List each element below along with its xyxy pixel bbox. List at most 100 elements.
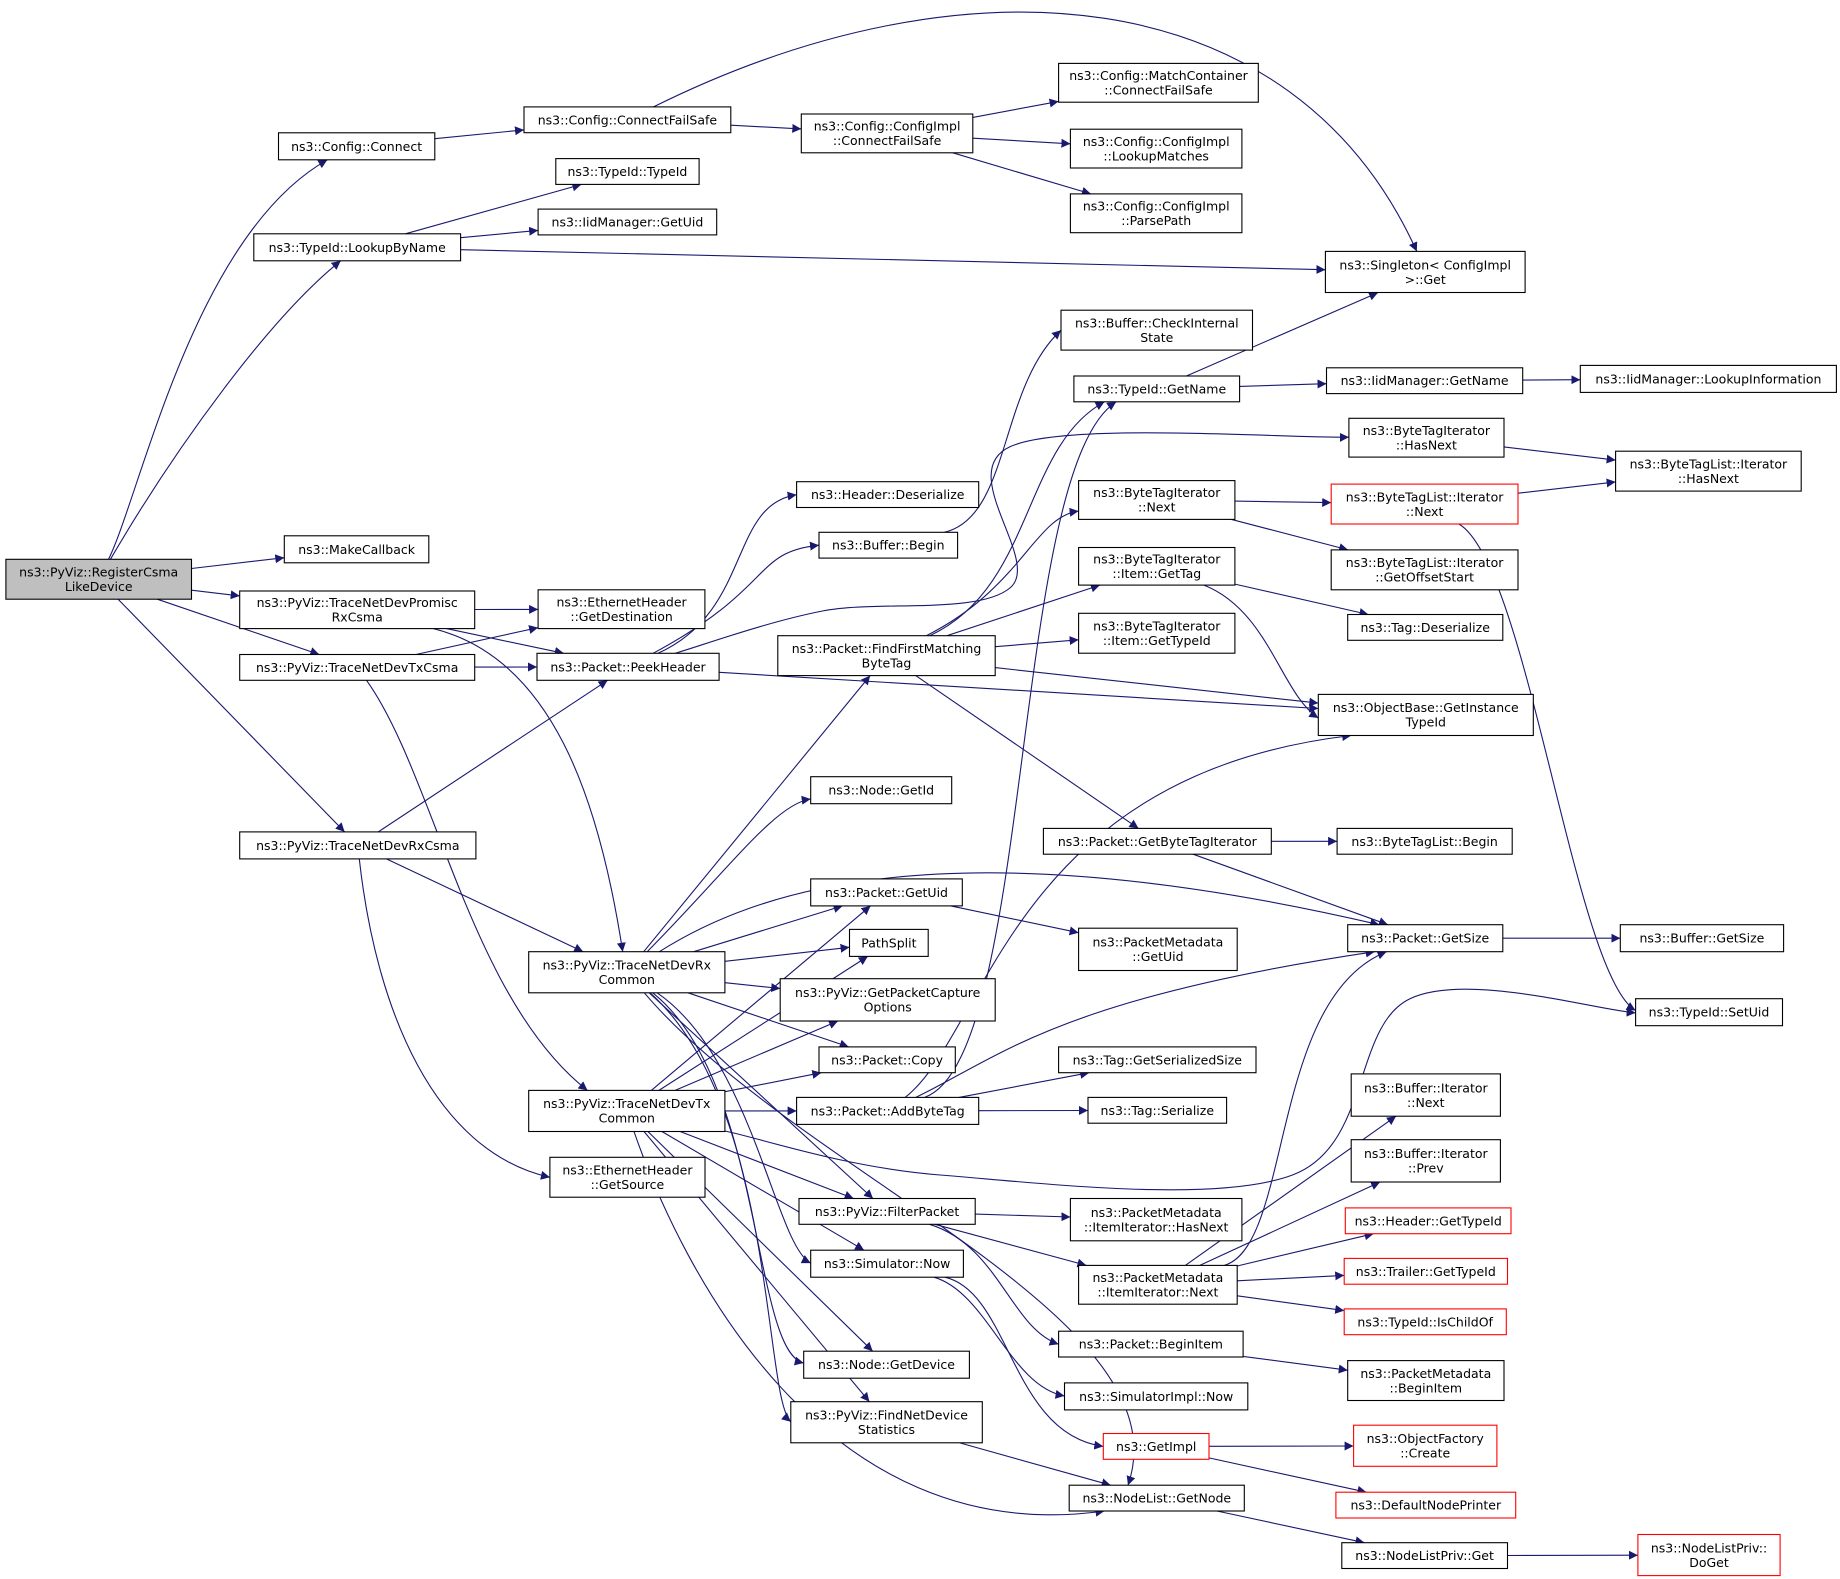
node-hdrDeserialize[interactable]: ns3::Header::Deserialize bbox=[796, 481, 980, 509]
node-label: ::LookupMatches bbox=[1103, 148, 1209, 163]
node-label: ns3::ByteTagList::Begin bbox=[1351, 834, 1497, 849]
node-pktGetUid[interactable]: ns3::Packet::GetUid bbox=[810, 878, 963, 907]
node-label: ns3::Singleton< ConfigImpl bbox=[1339, 257, 1511, 272]
node-box bbox=[1073, 375, 1241, 403]
node-label: LikeDevice bbox=[65, 579, 133, 594]
node-box bbox=[1350, 1073, 1501, 1117]
edge-promisc-to-rxCommon bbox=[433, 628, 626, 952]
node-peekHeader[interactable]: ns3::Packet::PeekHeader bbox=[536, 652, 720, 681]
edge-txCommon-to-pktCopy bbox=[724, 1070, 822, 1093]
node-bufItPrev[interactable]: ns3::Buffer::Iterator::Prev bbox=[1350, 1139, 1501, 1183]
node-typeIdGetName[interactable]: ns3::TypeId::GetName bbox=[1073, 375, 1241, 403]
node-parsePath[interactable]: ns3::Config::ConfigImpl::ParsePath bbox=[1069, 193, 1243, 234]
edge-pmItNext-to-bufItNext bbox=[1184, 1115, 1397, 1266]
node-nlpDoGet[interactable]: ns3::NodeListPriv::DoGet bbox=[1637, 1533, 1781, 1577]
node-label: ns3::Simulator::Now bbox=[824, 1256, 951, 1271]
edge-btiItemGetTag-to-tagDeserialize bbox=[1234, 583, 1369, 617]
edge-root-to-txCsma bbox=[157, 598, 320, 656]
node-trlGetTypeId[interactable]: ns3::Trailer::GetTypeId bbox=[1343, 1257, 1509, 1285]
node-btiItemGetTypeId[interactable]: ns3::ByteTagIterator::Item::GetTypeId bbox=[1078, 612, 1236, 654]
node-box bbox=[537, 208, 718, 236]
node-label: ns3::IidManager::GetName bbox=[1341, 373, 1509, 388]
node-ethGetSource[interactable]: ns3::EthernetHeader::GetSource bbox=[549, 1156, 706, 1198]
node-iidLookupInfo[interactable]: ns3::IidManager::LookupInformation bbox=[1579, 364, 1837, 393]
node-typeIdCtor[interactable]: ns3::TypeId::TypeId bbox=[555, 158, 700, 185]
node-txCsma[interactable]: ns3::PyViz::TraceNetDevTxCsma bbox=[239, 653, 476, 681]
node-ethGetDest[interactable]: ns3::EthernetHeader::GetDestination bbox=[537, 589, 706, 630]
node-pktCopy[interactable]: ns3::Packet::Copy bbox=[818, 1046, 956, 1074]
node-cfgConnect[interactable]: ns3::Config::Connect bbox=[277, 132, 436, 161]
node-box bbox=[549, 1156, 706, 1198]
node-makeCallback[interactable]: ns3::MakeCallback bbox=[283, 535, 430, 564]
node-box bbox=[1343, 1308, 1507, 1336]
node-iidGetName[interactable]: ns3::IidManager::GetName bbox=[1325, 367, 1524, 395]
node-btlBegin[interactable]: ns3::ByteTagList::Begin bbox=[1336, 827, 1513, 855]
node-lookupMatches[interactable]: ns3::Config::ConfigImpl::LookupMatches bbox=[1069, 128, 1243, 169]
edge-pktBeginItem-to-pmBeginItem bbox=[1243, 1355, 1348, 1374]
node-simImplNow[interactable]: ns3::SimulatorImpl::Now bbox=[1063, 1382, 1249, 1411]
node-nodeGetId[interactable]: ns3::Node::GetId bbox=[810, 776, 953, 805]
node-pmItHasNext[interactable]: ns3::PacketMetadata::ItemIterator::HasNe… bbox=[1069, 1197, 1243, 1242]
edge-rxCsma-to-peekHeader bbox=[377, 679, 608, 833]
node-pktGetSize[interactable]: ns3::Packet::GetSize bbox=[1347, 924, 1504, 953]
node-pmGetUid[interactable]: ns3::PacketMetadata::GetUid bbox=[1078, 927, 1238, 972]
node-lookupByName[interactable]: ns3::TypeId::LookupByName bbox=[253, 233, 462, 262]
node-defNodePrinter[interactable]: ns3::DefaultNodePrinter bbox=[1335, 1491, 1517, 1519]
edge-findFirst-to-btiItemGetTag bbox=[946, 583, 1101, 637]
node-btiNext[interactable]: ns3::ByteTagIterator::Next bbox=[1078, 480, 1236, 520]
node-tagGetSerSize[interactable]: ns3::Tag::GetSerializedSize bbox=[1058, 1046, 1257, 1074]
node-box bbox=[283, 535, 430, 564]
node-tagDeserialize[interactable]: ns3::Tag::Deserialize bbox=[1347, 613, 1504, 641]
node-singletonGet[interactable]: ns3::Singleton< ConfigImpl>::Get bbox=[1324, 250, 1526, 294]
node-bufItNext[interactable]: ns3::Buffer::Iterator::Next bbox=[1350, 1073, 1501, 1117]
node-label: ns3::PyViz::TraceNetDevTx bbox=[543, 1096, 710, 1111]
node-setUid[interactable]: ns3::TypeId::SetUid bbox=[1635, 998, 1784, 1027]
node-btlItGetOffset[interactable]: ns3::ByteTagList::Iterator::GetOffsetSta… bbox=[1330, 549, 1519, 591]
node-btlItNext[interactable]: ns3::ByteTagList::Iterator::Next bbox=[1330, 483, 1519, 525]
node-nodeListGetNode[interactable]: ns3::NodeList::GetNode bbox=[1068, 1484, 1245, 1512]
node-bufGetSize[interactable]: ns3::Buffer::GetSize bbox=[1619, 924, 1785, 953]
node-simNow[interactable]: ns3::Simulator::Now bbox=[810, 1249, 964, 1278]
node-box bbox=[1068, 1484, 1245, 1512]
node-label: ns3::Header::GetTypeId bbox=[1355, 1213, 1502, 1228]
node-getImpl[interactable]: ns3::GetImpl bbox=[1102, 1432, 1210, 1460]
node-addByteTag[interactable]: ns3::Packet::AddByteTag bbox=[796, 1096, 980, 1125]
node-box bbox=[1078, 546, 1236, 586]
node-pktBeginItem[interactable]: ns3::Packet::BeginItem bbox=[1058, 1330, 1244, 1358]
node-bufBegin[interactable]: ns3::Buffer::Begin bbox=[818, 531, 959, 559]
edge-rxCsma-to-rxCommon bbox=[386, 858, 584, 953]
node-label: ns3::PyViz::GetPacketCapture bbox=[795, 985, 981, 1000]
node-pmItNext[interactable]: ns3::PacketMetadata::ItemIterator::Next bbox=[1078, 1264, 1238, 1305]
node-hdrGetTypeId[interactable]: ns3::Header::GetTypeId bbox=[1344, 1207, 1512, 1235]
node-cfgImplCFS[interactable]: ns3::Config::ConfigImpl::ConnectFailSafe bbox=[800, 113, 974, 154]
node-box bbox=[277, 132, 436, 161]
node-btiItemGetTag[interactable]: ns3::ByteTagIterator::Item::GetTag bbox=[1078, 546, 1236, 586]
node-label: Common bbox=[599, 972, 655, 987]
node-rxCsma[interactable]: ns3::PyViz::TraceNetDevRxCsma bbox=[239, 831, 477, 860]
node-label: ns3::Packet::GetByteTagIterator bbox=[1058, 834, 1258, 849]
node-nodeGetDevice[interactable]: ns3::Node::GetDevice bbox=[803, 1350, 970, 1379]
node-btiHasNext[interactable]: ns3::ByteTagIterator::HasNext bbox=[1348, 417, 1505, 458]
node-nlpGet[interactable]: ns3::NodeListPriv::Get bbox=[1341, 1542, 1509, 1570]
node-btlItHasNext[interactable]: ns3::ByteTagList::Iterator::HasNext bbox=[1615, 450, 1802, 492]
node-cfgConnectFailSafe[interactable]: ns3::Config::ConnectFailSafe bbox=[523, 106, 732, 134]
node-filterPacket[interactable]: ns3::PyViz::FilterPacket bbox=[798, 1197, 976, 1225]
node-isChildOf[interactable]: ns3::TypeId::IsChildOf bbox=[1343, 1308, 1507, 1336]
node-label: ns3::IidManager::LookupInformation bbox=[1595, 371, 1821, 386]
node-objFactCreate[interactable]: ns3::ObjectFactory::Create bbox=[1353, 1424, 1498, 1467]
node-iidGetUid[interactable]: ns3::IidManager::GetUid bbox=[537, 208, 718, 236]
node-matchCont[interactable]: ns3::Config::MatchContainer::ConnectFail… bbox=[1058, 62, 1259, 103]
node-tagSerialize[interactable]: ns3::Tag::Serialize bbox=[1087, 1096, 1228, 1124]
node-getBTI[interactable]: ns3::Packet::GetByteTagIterator bbox=[1042, 827, 1272, 855]
node-pathSplit[interactable]: PathSplit bbox=[848, 928, 929, 957]
node-pmBeginItem[interactable]: ns3::PacketMetadata::BeginItem bbox=[1347, 1360, 1505, 1402]
